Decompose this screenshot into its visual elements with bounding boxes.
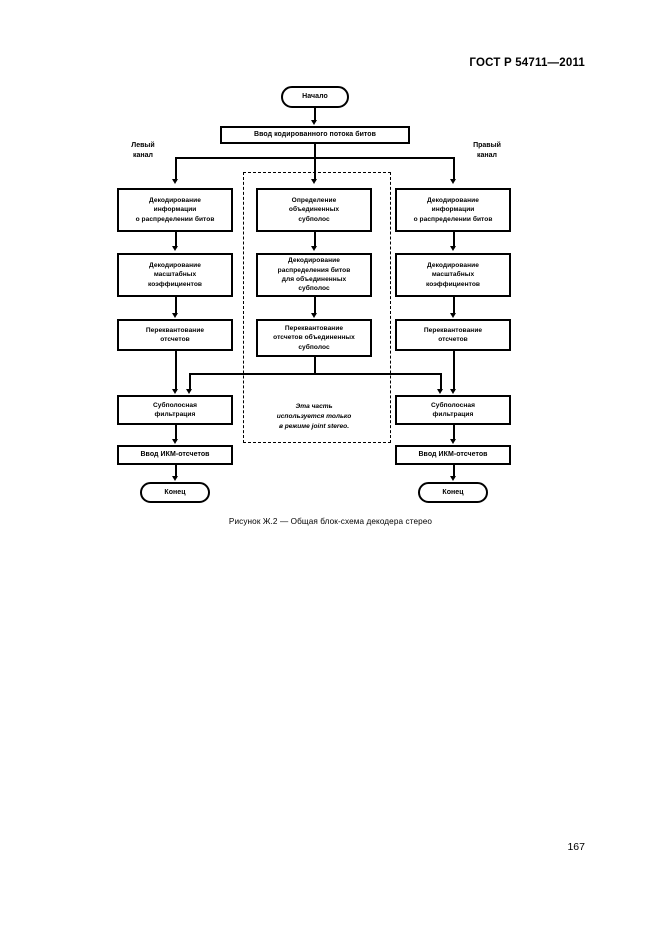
node-input-bitstream: Ввод кодированного потока битов <box>220 126 410 144</box>
arrowhead-right-3-4 <box>450 389 457 394</box>
connector-bus-to-center <box>314 157 316 181</box>
arrowhead-left-3-4 <box>172 389 179 394</box>
connector-left-2-3 <box>175 297 177 315</box>
connector-right-3-4 <box>453 351 455 391</box>
arrowhead-bus-to-right <box>450 179 457 184</box>
flowchart-figure: Начало Ввод кодированного потока битов Л… <box>117 86 511 503</box>
connector-bus-to-right <box>453 157 455 181</box>
arrowhead-center-out-right <box>437 389 444 394</box>
connector-center-out-bus <box>189 373 442 375</box>
connector-right-5-6 <box>453 465 455 478</box>
connector-input-trunk <box>314 144 316 158</box>
arrowhead-start-to-input <box>311 120 318 125</box>
note-joint-stereo: Эта часть используется только в режиме j… <box>276 403 352 430</box>
arrowhead-left-1-2 <box>172 246 179 251</box>
arrowhead-right-4-5 <box>450 439 457 444</box>
connector-center-out-left-drop <box>189 373 191 391</box>
connector-left-1-2 <box>175 232 177 248</box>
connector-center-1-2 <box>314 232 316 248</box>
node-center-requantization-joint: Переквантование отсчетов объединенных су… <box>256 319 372 357</box>
connector-right-4-5 <box>453 425 455 441</box>
arrowhead-right-1-2 <box>450 246 457 251</box>
node-center-determine-joint-subbands: Определение объединенных субполос <box>256 188 372 232</box>
node-right-pcm-output: Ввод ИКМ-отсчетов <box>395 445 511 465</box>
arrowhead-right-2-3 <box>450 313 457 318</box>
arrowhead-center-1-2 <box>311 246 318 251</box>
connector-right-1-2 <box>453 232 455 248</box>
page-number: 167 <box>567 841 585 853</box>
arrowhead-right-5-6 <box>450 476 457 481</box>
node-left-decode-scalefactors: Декодирование масштабных коэффициентов <box>117 253 233 297</box>
connector-left-5-6 <box>175 465 177 478</box>
node-right-decode-scalefactors: Декодирование масштабных коэффициентов <box>395 253 511 297</box>
figure-caption: Рисунок Ж.2 — Общая блок-схема декодера … <box>228 517 433 526</box>
document-header: ГОСТ Р 54711—2011 <box>469 57 585 69</box>
node-left-end: Конец <box>140 482 210 503</box>
label-left-channel: Левый канал <box>131 142 155 160</box>
connector-center-out-trunk <box>314 357 316 374</box>
arrowhead-left-2-3 <box>172 313 179 318</box>
arrowhead-center-2-3 <box>311 313 318 318</box>
node-right-subband-filtering: Субполосная фильтрация <box>395 395 511 425</box>
arrowhead-bus-to-left <box>172 179 179 184</box>
joint-stereo-region <box>243 172 391 443</box>
connector-left-4-5 <box>175 425 177 441</box>
node-right-decode-bit-allocation: Декодирование информации о распределении… <box>395 188 511 232</box>
arrowhead-center-out-left <box>186 389 193 394</box>
node-start: Начало <box>281 86 349 108</box>
node-right-requantization: Переквантование отсчетов <box>395 319 511 351</box>
connector-right-2-3 <box>453 297 455 315</box>
node-right-end: Конец <box>418 482 488 503</box>
node-left-requantization: Переквантование отсчетов <box>117 319 233 351</box>
node-center-decode-joint-bit-allocation: Декодирование распределения битов для об… <box>256 253 372 297</box>
connector-start-to-input <box>314 108 316 122</box>
arrowhead-bus-to-center <box>311 179 318 184</box>
node-left-subband-filtering: Субполосная фильтрация <box>117 395 233 425</box>
arrowhead-left-4-5 <box>172 439 179 444</box>
connector-center-out-right-drop <box>440 373 442 391</box>
label-right-channel: Правый канал <box>473 142 501 160</box>
node-left-decode-bit-allocation: Декодирование информации о распределении… <box>117 188 233 232</box>
arrowhead-left-5-6 <box>172 476 179 481</box>
connector-left-3-4 <box>175 351 177 391</box>
node-left-pcm-output: Ввод ИКМ-отсчетов <box>117 445 233 465</box>
connector-bus-to-left <box>175 157 177 181</box>
connector-center-2-3 <box>314 297 316 315</box>
